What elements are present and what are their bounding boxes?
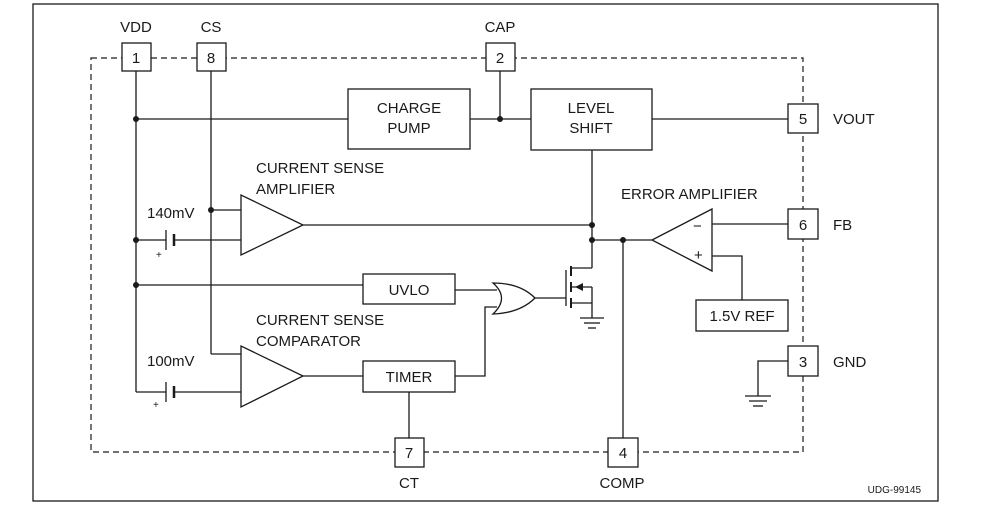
pin-vdd-name: VDD (120, 19, 152, 36)
pin-gnd-number: 3 (799, 354, 807, 371)
level-shift-label-2: SHIFT (569, 120, 612, 137)
pin-cap-number: 2 (496, 50, 504, 67)
or-gate (491, 282, 536, 315)
pin-vout-name: VOUT (833, 111, 875, 128)
wires (135, 71, 788, 438)
pin-cs-name: CS (201, 19, 222, 36)
pin-fb-name: FB (833, 217, 852, 234)
pin-cs: 8 CS (196, 19, 227, 72)
battery-plus-label: + (153, 400, 159, 411)
reference-label: 1.5V REF (709, 308, 774, 325)
charge-pump-block: CHARGE PUMP (347, 88, 471, 150)
pin-vdd-number: 1 (132, 50, 140, 67)
pin-fb: 6 FB (787, 208, 852, 240)
cs-comparator-label-1: CURRENT SENSE (256, 312, 384, 329)
charge-pump-label-2: PUMP (387, 120, 430, 137)
pin-vout: 5 VOUT (787, 103, 875, 134)
pin-cap-name: CAP (485, 19, 516, 36)
cs-amplifier-label-1: CURRENT SENSE (256, 160, 384, 177)
ground-symbol (745, 395, 771, 407)
pin-comp: 4 COMP (600, 437, 645, 492)
document-id: UDG-99145 (868, 485, 922, 496)
error-amplifier: − + ERROR AMPLIFIER (621, 186, 758, 273)
uvlo-label: UVLO (389, 282, 430, 299)
cs-comparator-label-2: COMPARATOR (256, 333, 361, 350)
mosfet (565, 266, 604, 329)
pin-comp-number: 4 (619, 445, 627, 462)
reference-block: 1.5V REF (695, 299, 789, 332)
pin-cs-number: 8 (207, 50, 215, 67)
pin-vdd: 1 VDD (120, 19, 152, 72)
timer-block: TIMER (362, 360, 456, 393)
battery-100mv: + 100mV (147, 353, 195, 411)
current-sense-amplifier: CURRENT SENSE AMPLIFIER (240, 160, 384, 257)
battery-140mv: + 140mV (147, 205, 195, 261)
pin-ct: 7 CT (394, 437, 425, 492)
uvlo-block: UVLO (362, 273, 456, 305)
pin-vout-number: 5 (799, 111, 807, 128)
timer-label: TIMER (386, 369, 433, 386)
label-100mv: 100mV (147, 353, 195, 370)
pin-gnd-name: GND (833, 354, 867, 371)
cs-amplifier-label-2: AMPLIFIER (256, 181, 335, 198)
error-amp-minus: − (693, 218, 702, 235)
pin-gnd: 3 GND (787, 345, 867, 377)
pin-fb-number: 6 (799, 217, 807, 234)
current-sense-comparator: CURRENT SENSE COMPARATOR (240, 312, 384, 409)
error-amplifier-label: ERROR AMPLIFIER (621, 186, 758, 203)
chip-boundary (90, 57, 804, 453)
charge-pump-label-1: CHARGE (377, 100, 441, 117)
pin-ct-name: CT (399, 475, 419, 492)
label-140mv: 140mV (147, 205, 195, 222)
figure-frame (32, 3, 939, 502)
pin-comp-name: COMP (600, 475, 645, 492)
junctions (133, 116, 626, 288)
battery-plus-label: + (156, 250, 162, 261)
level-shift-label-1: LEVEL (568, 100, 615, 117)
level-shift-block: LEVEL SHIFT (530, 88, 653, 151)
pin-cap: 2 CAP (485, 19, 516, 72)
error-amp-plus: + (694, 247, 703, 264)
pin-ct-number: 7 (405, 445, 413, 462)
